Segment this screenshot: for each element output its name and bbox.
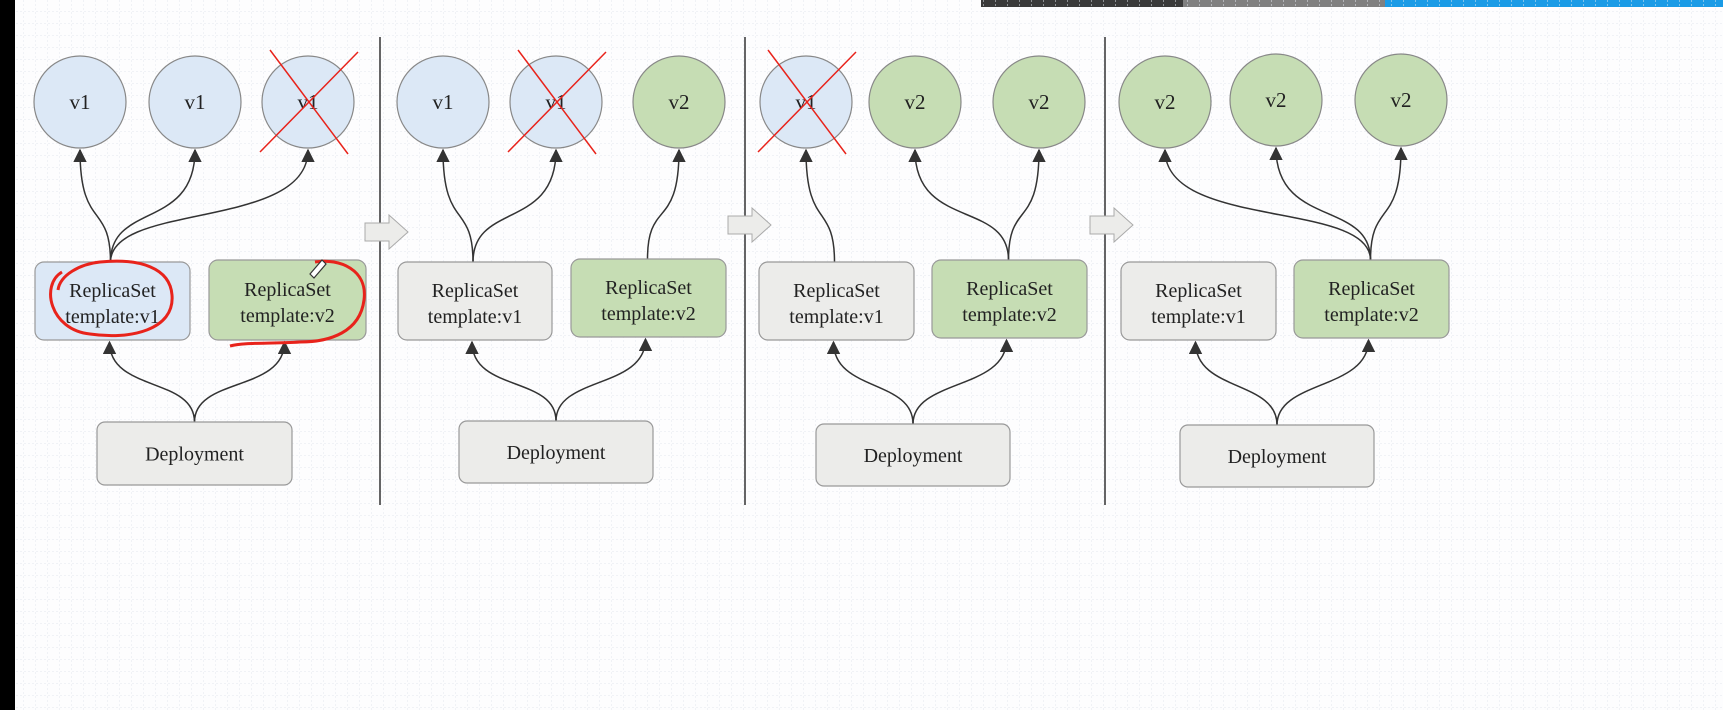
replicaset-title: ReplicaSet [966, 278, 1053, 300]
owns-edge [109, 148, 202, 263]
replicaset-template: template:v2 [1324, 304, 1418, 326]
replicaset-template-v1: ReplicaSet template:v1 [758, 261, 915, 341]
pod-v1: v1 [259, 49, 359, 155]
owns-edge [73, 148, 112, 263]
replicaset-template-v2: ReplicaSet template:v2 [931, 259, 1088, 339]
manages-edge [1276, 338, 1376, 426]
deployment-box: Deployment [1179, 424, 1375, 488]
pod-label: v2 [1391, 88, 1412, 112]
manages-edge [826, 340, 914, 425]
step-arrow-icon [364, 213, 409, 251]
pod-label: v2 [1155, 90, 1176, 114]
replicaset-title: ReplicaSet [793, 280, 880, 302]
deployment-label: Deployment [145, 444, 244, 466]
owns-edge [799, 148, 836, 263]
pod-label: v1 [433, 90, 454, 114]
replicaset-template: template:v1 [789, 306, 883, 328]
replicaset-title: ReplicaSet [432, 280, 519, 302]
owns-edge [436, 148, 474, 263]
deleted-cross-icon [259, 49, 359, 155]
pod-v1: v1 [148, 55, 242, 149]
deployment-box: Deployment [458, 420, 654, 484]
replicaset-title: ReplicaSet [69, 280, 156, 302]
replicaset-template-v2: ReplicaSet template:v2 [570, 258, 727, 338]
manages-edge [193, 340, 292, 423]
replicaset-template-v2: ReplicaSet template:v2 [208, 259, 367, 341]
owns-edge [1158, 148, 1372, 261]
manages-edge [1188, 340, 1278, 426]
pod-v2: v2 [1229, 53, 1323, 147]
owns-edge [1369, 146, 1408, 261]
replicaset-title: ReplicaSet [1155, 280, 1242, 302]
owns-edge [908, 148, 1010, 261]
replicaset-template: template:v1 [65, 306, 159, 328]
manages-edge [912, 338, 1014, 425]
step-arrow-icon [1089, 206, 1134, 244]
pod-v2: v2 [868, 55, 962, 149]
owns-edge [1269, 146, 1372, 261]
pod-v2: v2 [1118, 55, 1212, 149]
replicaset-template: template:v1 [1151, 306, 1245, 328]
red-annotations [49, 259, 366, 348]
replicaset-template: template:v2 [962, 304, 1056, 326]
pod-v2: v2 [1354, 53, 1448, 147]
pod-label: v2 [1266, 88, 1287, 112]
replicaset-template: template:v2 [240, 305, 334, 327]
replicaset-template-v1: ReplicaSet template:v1 [397, 261, 553, 341]
pod-v1: v1 [757, 49, 857, 155]
deleted-cross-icon [507, 49, 607, 155]
owns-edge [1007, 148, 1046, 261]
replicaset-template: template:v1 [428, 306, 522, 328]
left-edge-strip [0, 0, 15, 710]
deployment-label: Deployment [507, 442, 606, 464]
owns-edge [646, 148, 686, 260]
pod-v2: v2 [632, 55, 726, 149]
deployment-box: Deployment [96, 421, 293, 486]
pod-label: v1 [185, 90, 206, 114]
pod-label: v2 [1029, 90, 1050, 114]
pod-label: v2 [669, 90, 690, 114]
pod-label: v2 [905, 90, 926, 114]
pen-cursor-icon [309, 259, 327, 279]
deployment-box: Deployment [815, 423, 1011, 487]
pod-v1: v1 [33, 55, 127, 149]
deployment-label: Deployment [1228, 446, 1327, 468]
owns-edge [109, 148, 315, 263]
replicaset-title: ReplicaSet [1328, 278, 1415, 300]
replicaset-title: ReplicaSet [605, 277, 692, 299]
pod-label: v1 [70, 90, 91, 114]
replicaset-template-v2: ReplicaSet template:v2 [1293, 259, 1450, 339]
owns-edge [472, 148, 563, 263]
deployment-label: Deployment [864, 445, 963, 467]
replicaset-template: template:v2 [601, 303, 695, 325]
replicaset-template-v1: ReplicaSet template:v1 [1120, 261, 1277, 341]
pod-v2: v2 [992, 55, 1086, 149]
manages-edge [102, 340, 196, 423]
manages-edge [555, 337, 653, 422]
pod-v1: v1 [396, 55, 490, 149]
replicaset-title: ReplicaSet [244, 279, 331, 301]
manages-edge [465, 340, 557, 422]
step-arrow-icon [727, 206, 772, 244]
deleted-cross-icon [757, 49, 857, 155]
replicaset-template-v1: ReplicaSet template:v1 [34, 261, 191, 341]
pod-v1: v1 [507, 49, 607, 155]
